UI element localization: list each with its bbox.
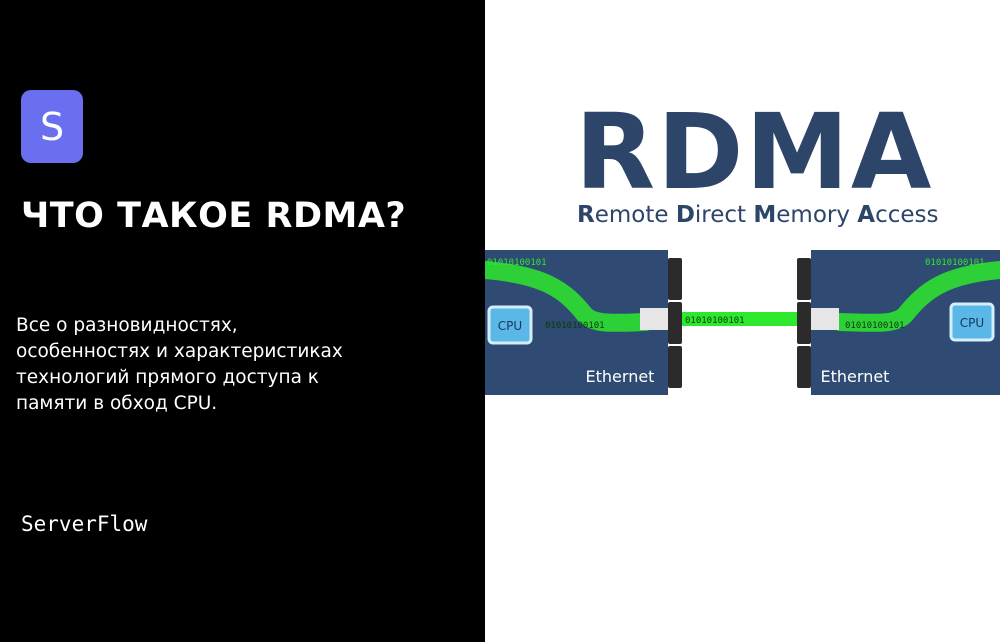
subtitle-key-a: A [857,202,876,228]
left-binary-text: 01010100101 [487,258,547,268]
right-connector-bottom [797,346,811,388]
left-connector-top [668,258,682,300]
logo-letter: S [39,104,65,149]
right-port [811,308,839,330]
left-panel: S ЧТО ТАКОЕ RDMA? Все о разновидностях, … [0,0,485,642]
cable-binary-text: 01010100101 [685,316,745,326]
left-nic-label: Ethernet [586,367,655,386]
subtitle-key-d: D [675,202,695,228]
left-cpu-chip [487,305,533,345]
rdma-heading: RDMA [575,91,934,213]
right-nic-label: Ethernet [821,367,890,386]
left-data-flow [485,261,654,332]
subtitle-rest-r: emote [594,202,676,228]
subtitle-key-r: R [577,202,595,228]
left-connector-bottom [668,346,682,388]
right-cpu-chip [949,302,995,342]
page-title: ЧТО ТАКОЕ RDMA? [21,196,407,236]
subtitle-rest-d: irect [694,202,754,228]
illustration-panel: RDMA Remote Direct Memory Access 0101010… [485,0,1000,642]
subtitle-key-m: M [753,202,777,228]
left-port [640,308,668,330]
logo-badge: S [21,90,83,163]
right-connector-mid [797,302,811,344]
left-connector-mid [668,302,682,344]
brand-logo: ServerFlow [21,512,148,536]
right-connector-top [797,258,811,300]
description: Все о разновидностях, особенностях и хар… [16,315,343,414]
left-cpu-label: CPU [498,319,522,333]
rdma-subtitle: Remote Direct Memory Access [577,202,939,228]
right-cpu-label: CPU [960,316,984,330]
right-binary-text: 01010100101 [925,258,985,268]
right-data-flow [831,261,1000,332]
subtitle-rest-a: ccess [875,202,939,228]
rdma-diagram: 01010100101 01010100101 CPU Ethernet 010… [485,250,1000,395]
right-binary-text-2: 01010100101 [845,321,905,331]
left-binary-text-2: 01010100101 [545,321,605,331]
network-cable [682,312,797,326]
subtitle-rest-m: emory [776,202,858,228]
